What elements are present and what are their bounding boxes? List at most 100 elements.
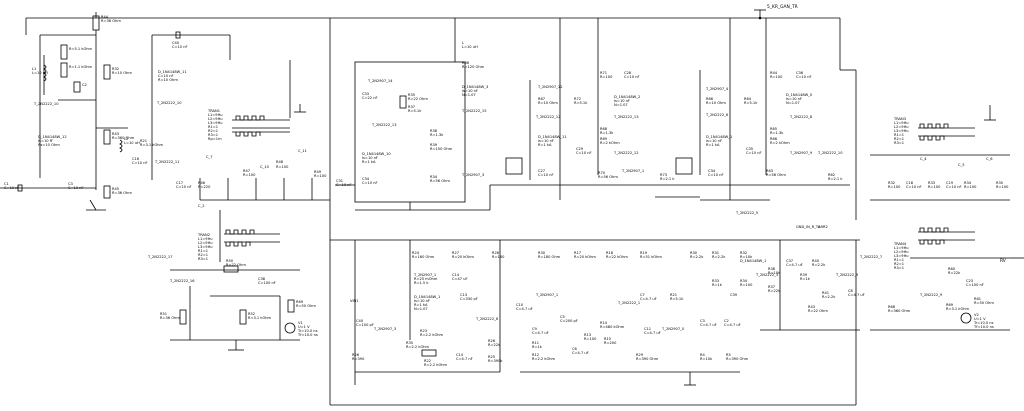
svg-text:R=100: R=100 xyxy=(928,185,941,189)
svg-text:R=10 Ohm: R=10 Ohm xyxy=(706,101,726,105)
svg-text:C=47 uF: C=47 uF xyxy=(452,277,468,281)
svg-text:C=10 nF: C=10 nF xyxy=(4,186,20,190)
svg-text:TRAN4: TRAN4 xyxy=(893,242,907,246)
svg-text:C=200 pF: C=200 pF xyxy=(560,319,578,323)
svg-text:V2: V2 xyxy=(974,313,979,317)
svg-text:T_2N2222_16: T_2N2222_16 xyxy=(169,279,195,283)
svg-text:R34: R34 xyxy=(964,181,972,185)
svg-text:T_2N2907_3: T_2N2907_3 xyxy=(461,173,484,177)
svg-text:R60: R60 xyxy=(948,267,956,271)
svg-text:T_2N2222_9: T_2N2222_9 xyxy=(919,293,943,297)
svg-text:L=10 uH: L=10 uH xyxy=(124,141,140,145)
svg-text:R2=1: R2=1 xyxy=(198,253,208,257)
svg-text:T_2N2222_8: T_2N2222_8 xyxy=(789,115,813,119)
svg-text:T_2N2222_13: T_2N2222_13 xyxy=(613,115,638,119)
svg-text:R38: R38 xyxy=(430,129,438,133)
svg-text:C10: C10 xyxy=(516,303,524,307)
svg-text:R=36 Ohm: R=36 Ohm xyxy=(160,316,180,320)
svg-text:R=2.2k: R=2.2k xyxy=(690,255,704,259)
svg-text:Rp=1m: Rp=1m xyxy=(208,137,222,141)
svg-text:C=4.7 uF: C=4.7 uF xyxy=(516,307,533,311)
svg-text:R=180: R=180 xyxy=(492,255,505,259)
svg-text:C=10 nF: C=10 nF xyxy=(68,186,84,190)
svg-text:L1=9Hu: L1=9Hu xyxy=(894,121,909,125)
svg-text:R28: R28 xyxy=(492,251,500,255)
svg-text:R=2.1 k: R=2.1 k xyxy=(660,177,675,181)
svg-text:C=10 nF: C=10 nF xyxy=(362,181,378,185)
stage-far-right: TRAN3 L1=9Hu L2=9Hu L3=9Hu R1=1 R2=1 R3=… xyxy=(855,70,1024,331)
svg-text:C34: C34 xyxy=(708,169,716,173)
svg-text:Tf=10.0 ns: Tf=10.0 ns xyxy=(973,325,994,329)
svg-text:R2=1: R2=1 xyxy=(208,129,218,133)
svg-text:R=50 Ohm: R=50 Ohm xyxy=(296,304,316,308)
svg-text:R=100: R=100 xyxy=(243,173,256,177)
svg-text:L=10 uH: L=10 uH xyxy=(462,45,478,49)
svg-text:R=1 kA: R=1 kA xyxy=(706,143,720,147)
svg-text:C29: C29 xyxy=(576,147,584,151)
svg-text:T_2N2222_17: T_2N2222_17 xyxy=(147,255,172,259)
svg-text:R=20 kOhm: R=20 kOhm xyxy=(574,255,596,259)
svg-text:R50: R50 xyxy=(226,259,234,263)
svg-text:T_2N2222_10: T_2N2222_10 xyxy=(156,101,182,105)
svg-text:C16: C16 xyxy=(132,157,140,161)
svg-text:L2=9Hu: L2=9Hu xyxy=(208,117,223,121)
svg-text:C23: C23 xyxy=(966,279,973,283)
svg-text:T_2N2222_1: T_2N2222_1 xyxy=(617,301,640,305)
svg-text:C11: C11 xyxy=(644,327,651,331)
svg-text:R4: R4 xyxy=(700,353,705,357)
svg-text:R36: R36 xyxy=(462,61,470,65)
svg-text:R39: R39 xyxy=(430,143,438,147)
svg-text:R26: R26 xyxy=(352,353,360,357)
svg-text:C=100 pF: C=100 pF xyxy=(356,323,374,327)
svg-text:R51: R51 xyxy=(160,312,167,316)
svg-text:C_7: C_7 xyxy=(206,155,213,159)
svg-text:R=180 Ohm: R=180 Ohm xyxy=(538,255,561,259)
svg-text:T_2N2222_12: T_2N2222_12 xyxy=(613,151,638,155)
svg-text:C_6: C_6 xyxy=(986,157,993,161)
svg-text:C2: C2 xyxy=(724,319,729,323)
svg-text:C3: C3 xyxy=(700,319,705,323)
svg-text:C=4.7 uF: C=4.7 uF xyxy=(724,323,741,327)
svg-text:D_1N4148W_2: D_1N4148W_2 xyxy=(614,95,640,99)
svg-text:R=360 Ohm: R=360 Ohm xyxy=(888,309,911,313)
svg-text:R=100: R=100 xyxy=(740,283,753,287)
svg-text:T_2N2222_7: T_2N2222_7 xyxy=(859,255,882,259)
svg-text:R37: R37 xyxy=(408,105,415,109)
svg-text:R32: R32 xyxy=(740,251,747,255)
svg-text:R=1k: R=1k xyxy=(800,277,811,281)
svg-text:R3=1: R3=1 xyxy=(208,133,218,137)
stage-center-top: T_2N2907_14 C33 C=22 nF R35 R=22 Ohm R37… xyxy=(335,18,491,211)
svg-text:R=100: R=100 xyxy=(770,75,783,79)
svg-text:L3=9Hu: L3=9Hu xyxy=(894,254,909,258)
svg-text:T_2N2907_1: T_2N2907_1 xyxy=(413,273,436,277)
svg-text:L2=9Hu: L2=9Hu xyxy=(894,250,909,254)
svg-text:C=10 nF: C=10 nF xyxy=(576,151,592,155)
svg-text:R34: R34 xyxy=(430,175,438,179)
svg-text:C14: C14 xyxy=(456,353,464,357)
svg-text:R1=1: R1=1 xyxy=(208,125,218,129)
svg-text:C18: C18 xyxy=(906,181,914,185)
svg-text:Tr=10.0 ns: Tr=10.0 ns xyxy=(973,321,994,325)
svg-text:R64: R64 xyxy=(744,97,752,101)
svg-text:L1: L1 xyxy=(32,67,36,71)
svg-text:D_1N4148W_1: D_1N4148W_1 xyxy=(414,295,440,299)
svg-text:R62: R62 xyxy=(828,173,835,177)
svg-text:Rs=10 Ohm: Rs=10 Ohm xyxy=(38,143,60,147)
svg-text:R=5.1k: R=5.1k xyxy=(574,101,588,105)
svg-text:C7: C7 xyxy=(640,293,645,297)
svg-text:R3=1: R3=1 xyxy=(894,266,904,270)
svg-text:R45: R45 xyxy=(112,187,119,191)
svg-text:R=36 Ohm: R=36 Ohm xyxy=(112,191,132,195)
svg-text:L1=9Hu: L1=9Hu xyxy=(208,113,223,117)
svg-text:VIN1: VIN1 xyxy=(350,299,359,303)
svg-text:T_2N2222_10: T_2N2222_10 xyxy=(817,151,843,155)
svg-text:L2=9Hu: L2=9Hu xyxy=(894,125,909,129)
svg-text:R39: R39 xyxy=(800,273,808,277)
svg-text:C=4.7 uF: C=4.7 uF xyxy=(532,331,549,335)
svg-text:C=10 nF: C=10 nF xyxy=(796,75,812,79)
svg-text:R37: R37 xyxy=(768,285,775,289)
svg-text:R=22k: R=22k xyxy=(948,271,961,275)
svg-text:C27: C27 xyxy=(538,169,545,173)
svg-text:R=2.2k: R=2.2k xyxy=(812,263,826,267)
svg-text:R67: R67 xyxy=(538,97,545,101)
